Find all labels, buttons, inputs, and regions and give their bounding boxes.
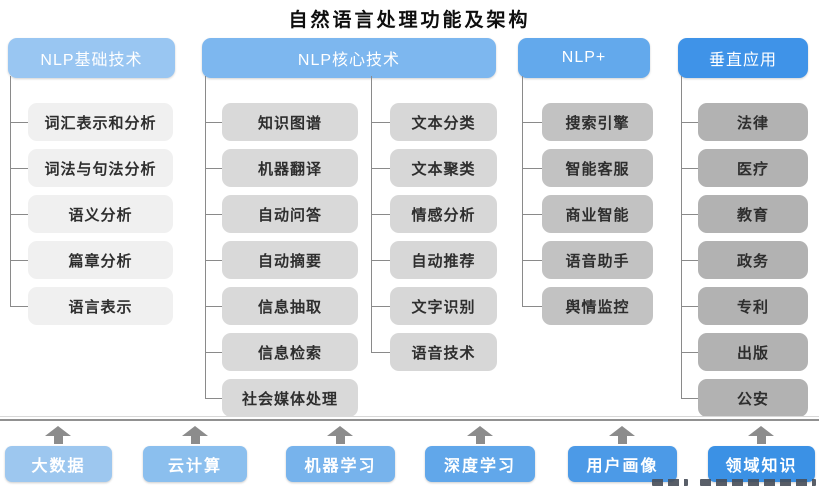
up-arrow-icon bbox=[45, 426, 71, 444]
header-nlp-basic-tech: NLP基础技术 bbox=[8, 38, 175, 78]
connector-line bbox=[205, 76, 206, 398]
core-tech-item: 语音技术 bbox=[371, 333, 497, 371]
vertical-app-item: 专利 bbox=[681, 287, 808, 325]
vertical-app-item: 医疗 bbox=[681, 149, 808, 187]
core-tech-item: 自动问答 bbox=[205, 195, 358, 233]
core-tech-item: 信息检索 bbox=[205, 333, 358, 371]
nlp-plus-item: 智能客服 bbox=[522, 149, 653, 187]
separator-line bbox=[0, 416, 819, 417]
foundation-item: 用户画像 bbox=[568, 446, 677, 482]
core-tech-item: 文本分类 bbox=[371, 103, 497, 141]
column-vertical-apps: 法律 医疗 教育 政务 专利 出版 公安 bbox=[681, 103, 808, 417]
core-tech-item: 知识图谱 bbox=[205, 103, 358, 141]
core-tech-item: 自动推荐 bbox=[371, 241, 497, 279]
foundation-item: 领域知识 bbox=[708, 446, 815, 482]
basic-tech-item: 篇章分析 bbox=[10, 241, 173, 279]
nlp-plus-item: 舆情监控 bbox=[522, 287, 653, 325]
separator-line bbox=[0, 419, 819, 421]
basic-tech-item: 语义分析 bbox=[10, 195, 173, 233]
foundation-item: 大数据 bbox=[5, 446, 112, 482]
vertical-app-item: 政务 bbox=[681, 241, 808, 279]
column-nlp-basic-tech: 词汇表示和分析 词法与句法分析 语义分析 篇章分析 语言表示 bbox=[10, 103, 173, 325]
nlp-plus-item: 搜索引擎 bbox=[522, 103, 653, 141]
basic-tech-item: 词法与句法分析 bbox=[10, 149, 173, 187]
nlp-plus-item: 语音助手 bbox=[522, 241, 653, 279]
connector-line bbox=[522, 76, 523, 306]
up-arrow-icon bbox=[327, 426, 353, 444]
header-nlp-plus: NLP+ bbox=[518, 38, 650, 78]
foundation-item: 机器学习 bbox=[286, 446, 395, 482]
connector-line bbox=[10, 76, 11, 306]
watermark-fragment bbox=[700, 479, 816, 486]
up-arrow-icon bbox=[748, 426, 774, 444]
nlp-plus-item: 商业智能 bbox=[522, 195, 653, 233]
foundation-item: 云计算 bbox=[143, 446, 247, 482]
diagram-title: 自然语言处理功能及架构 bbox=[288, 10, 531, 31]
vertical-app-item: 出版 bbox=[681, 333, 808, 371]
watermark-fragment bbox=[652, 479, 688, 486]
core-tech-item: 文字识别 bbox=[371, 287, 497, 325]
up-arrow-icon bbox=[467, 426, 493, 444]
core-tech-item: 信息抽取 bbox=[205, 287, 358, 325]
column-nlp-plus: 搜索引擎 智能客服 商业智能 语音助手 舆情监控 bbox=[522, 103, 653, 325]
core-tech-item: 情感分析 bbox=[371, 195, 497, 233]
core-tech-item: 自动摘要 bbox=[205, 241, 358, 279]
basic-tech-item: 词汇表示和分析 bbox=[10, 103, 173, 141]
foundation-item: 深度学习 bbox=[425, 446, 535, 482]
core-tech-item: 机器翻译 bbox=[205, 149, 358, 187]
vertical-app-item: 公安 bbox=[681, 379, 808, 417]
header-vertical-apps: 垂直应用 bbox=[678, 38, 808, 78]
vertical-app-item: 法律 bbox=[681, 103, 808, 141]
connector-line bbox=[681, 76, 682, 398]
core-tech-item: 社会媒体处理 bbox=[205, 379, 358, 417]
column-nlp-core-tech-left: 知识图谱 机器翻译 自动问答 自动摘要 信息抽取 信息检索 社会媒体处理 bbox=[205, 103, 358, 417]
up-arrow-icon bbox=[182, 426, 208, 444]
vertical-app-item: 教育 bbox=[681, 195, 808, 233]
up-arrow-icon bbox=[609, 426, 635, 444]
column-nlp-core-tech-right: 文本分类 文本聚类 情感分析 自动推荐 文字识别 语音技术 bbox=[371, 103, 497, 371]
core-tech-item: 文本聚类 bbox=[371, 149, 497, 187]
basic-tech-item: 语言表示 bbox=[10, 287, 173, 325]
header-nlp-core-tech: NLP核心技术 bbox=[202, 38, 496, 78]
